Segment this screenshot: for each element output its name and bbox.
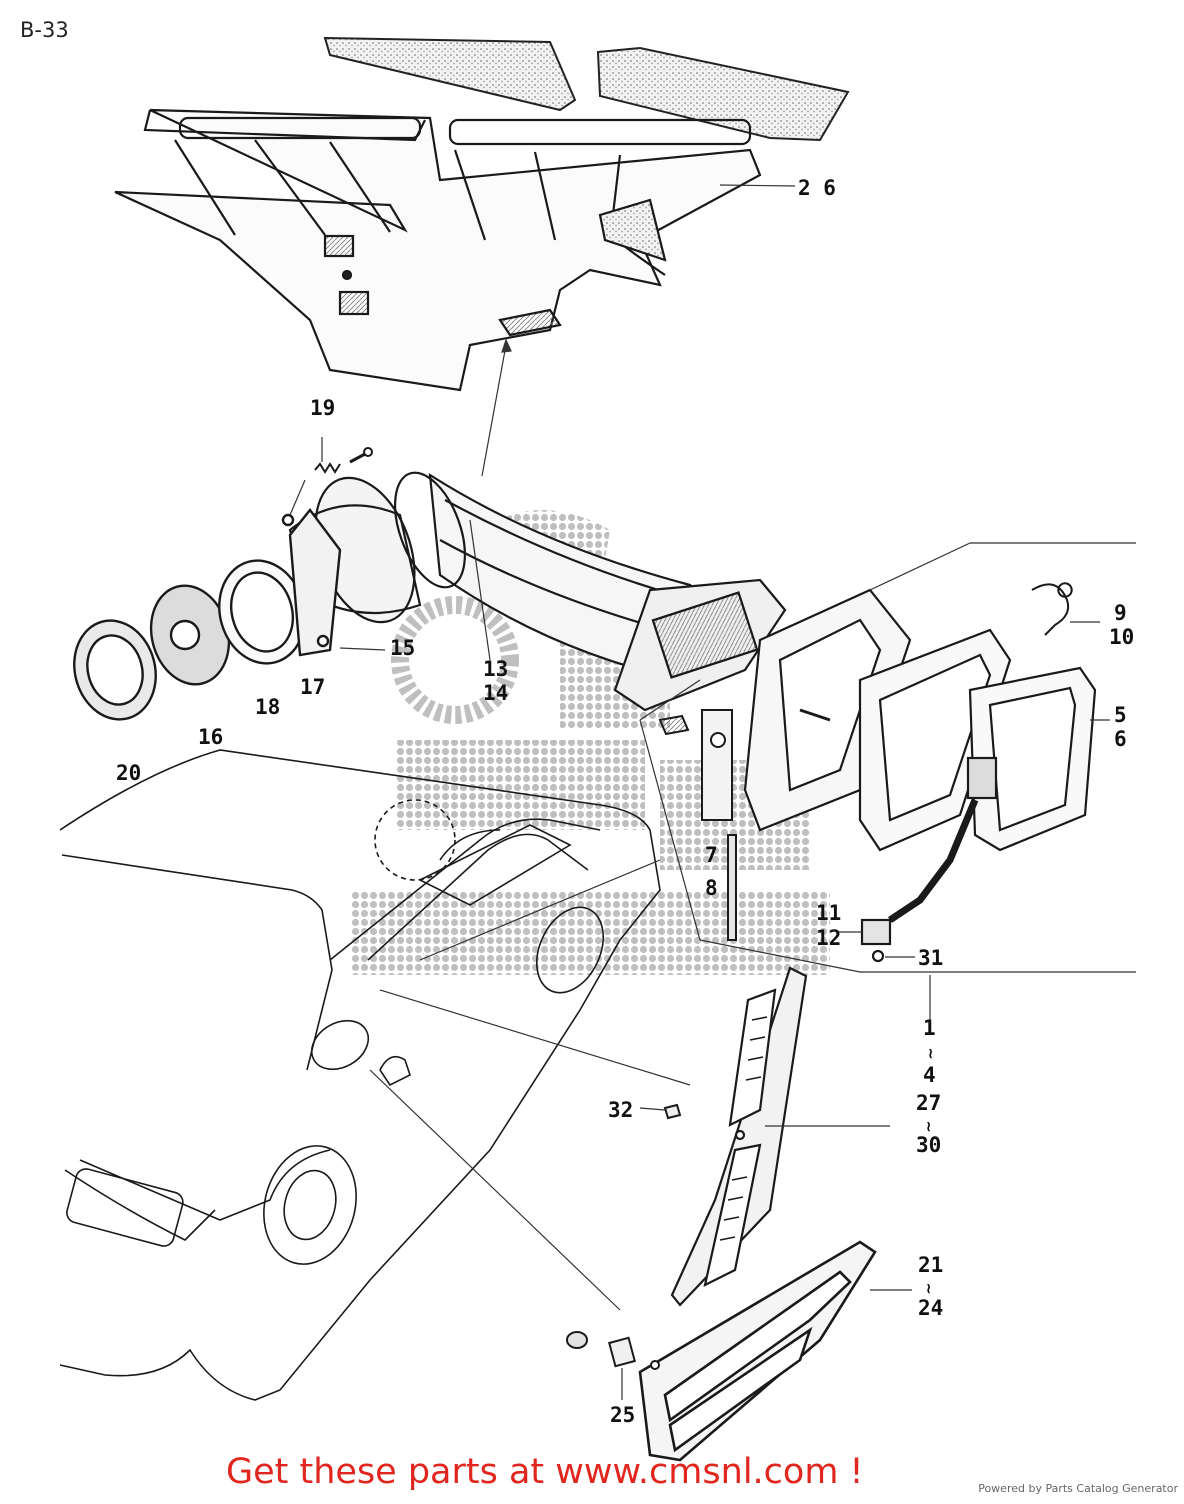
callout-13: 13 — [483, 657, 508, 681]
callout-19: 19 — [310, 396, 335, 420]
vent-frame-stack — [743, 588, 1097, 963]
bracket-parts — [658, 708, 831, 941]
car-outline — [59, 749, 661, 1401]
callout-31: 31 — [918, 946, 943, 970]
callout-17: 17 — [300, 675, 325, 699]
leader-duct-hose — [481, 338, 512, 477]
callout-12: 12 — [816, 926, 841, 950]
callout-21: 21 — [918, 1253, 943, 1277]
callout-26: 2 6 — [798, 176, 836, 200]
callout-27: 27 — [916, 1091, 941, 1115]
callout-30: 30 — [916, 1133, 941, 1157]
callout-18: 18 — [255, 695, 280, 719]
tilde-range-1-4: ≀ — [928, 1046, 933, 1062]
hose-assembly — [288, 471, 787, 712]
spring-screw — [289, 437, 373, 516]
callout-7: 7 — [705, 843, 718, 867]
filter-pad-left — [323, 36, 577, 112]
callout-32: 32 — [608, 1098, 633, 1122]
filter-pad-right — [596, 46, 850, 142]
powered-by-label: Powered by Parts Catalog Generator — [978, 1482, 1178, 1495]
air-duct-housing — [114, 108, 762, 392]
callout-24: 24 — [918, 1296, 943, 1320]
callout-1: 1 — [923, 1016, 936, 1040]
leader-lines — [339, 184, 1136, 1311]
spring-clip — [1031, 582, 1073, 636]
vent-grille-inner — [670, 966, 808, 1307]
callout-10: 10 — [1109, 625, 1134, 649]
callout-6: 6 — [1114, 727, 1127, 751]
callout-20: 20 — [116, 761, 141, 785]
callout-14: 14 — [483, 681, 508, 705]
rings-group — [73, 508, 342, 721]
callout-5: 5 — [1114, 703, 1127, 727]
callout-9: 9 — [1114, 601, 1127, 625]
callout-4: 4 — [923, 1063, 936, 1087]
callout-16: 16 — [198, 725, 223, 749]
tilde-range-21-24: ≀ — [926, 1281, 931, 1297]
callout-8: 8 — [705, 876, 718, 900]
cmsnl-link[interactable]: Get these parts at www.cmsnl.com ! — [226, 1452, 864, 1492]
callout-15: 15 — [390, 636, 415, 660]
vent-grille-outer — [638, 1240, 877, 1462]
callout-labels: 2 6 19 9 10 5 6 15 13 14 17 18 16 20 7 8… — [116, 176, 1134, 1427]
callout-25: 25 — [610, 1403, 635, 1427]
callout-11: 11 — [816, 901, 841, 925]
tilde-range-27-30: ≀ — [926, 1119, 931, 1135]
fasteners — [566, 1103, 682, 1400]
page-code: B-33 — [20, 18, 69, 42]
